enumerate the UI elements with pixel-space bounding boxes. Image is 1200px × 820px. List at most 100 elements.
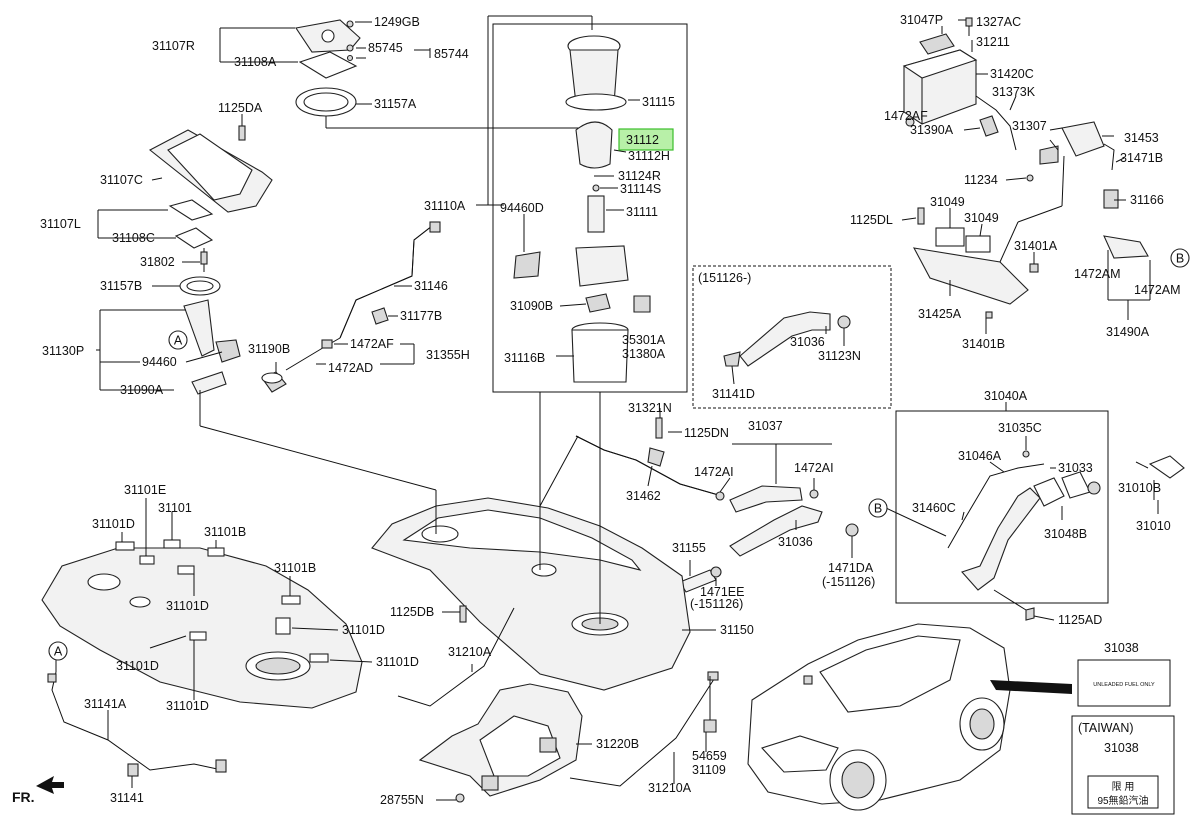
label-31146[interactable]: 31146 — [414, 279, 448, 293]
bolt-1125DA[interactable] — [238, 125, 246, 141]
pad-31101D-b[interactable] — [177, 565, 195, 575]
label-1471EE[interactable]: 1471EE — [700, 585, 744, 599]
label-151126[interactable]: (151126-) — [698, 271, 751, 285]
label-1472AF[interactable]: 1472AF — [350, 337, 394, 351]
pad-31101D-c[interactable] — [275, 617, 291, 635]
label-31046A[interactable]: 31046A — [958, 449, 1002, 463]
bolt-1249GB[interactable] — [346, 20, 354, 28]
bolt-1125DB[interactable] — [459, 605, 467, 623]
label-1472AM-2[interactable]: 1472AM — [1134, 283, 1181, 297]
label-31150[interactable]: 31150 — [720, 623, 754, 637]
label-31355H[interactable]: 31355H — [426, 348, 470, 362]
label-31460C[interactable]: 31460C — [912, 501, 956, 515]
decal-taiwan[interactable] — [1087, 775, 1159, 809]
label-31047P[interactable]: 31047P — [900, 13, 943, 27]
pad-31101[interactable] — [163, 539, 181, 549]
gasket-31033[interactable] — [1033, 477, 1065, 507]
label-1125DL[interactable]: 1125DL — [850, 213, 893, 227]
label-31166[interactable]: 31166 — [1130, 193, 1164, 207]
clamp-1472AI-b[interactable] — [809, 489, 819, 499]
bolt-28755N[interactable] — [455, 793, 465, 803]
label-31107C[interactable]: 31107C — [100, 173, 143, 187]
label-31210A-1[interactable]: 31210A — [448, 645, 492, 659]
label-31040A[interactable]: 31040A — [984, 389, 1028, 403]
callout-a-1[interactable] — [168, 330, 188, 350]
label-31112H[interactable]: 31112H — [628, 149, 670, 163]
clip-1472AF[interactable] — [905, 117, 915, 127]
valve-31166[interactable] — [1103, 189, 1119, 209]
label-31425A[interactable]: 31425A — [918, 307, 962, 321]
label-31101D-4[interactable]: 31101D — [116, 659, 159, 673]
pad-31101E[interactable] — [139, 555, 155, 565]
harness-94460D[interactable] — [513, 251, 541, 279]
clip-31177B[interactable] — [371, 307, 389, 325]
clip-31401B[interactable] — [985, 311, 993, 319]
cap-31010[interactable] — [1148, 455, 1185, 479]
label-1125DB[interactable]: 1125DB — [390, 605, 434, 619]
label-31101D-6[interactable]: 31101D — [166, 699, 209, 713]
pump-motor-31111[interactable] — [587, 195, 605, 233]
filler-pipe[interactable] — [961, 487, 1041, 591]
label-31048B[interactable]: 31048B — [1044, 527, 1087, 541]
label-31037[interactable]: 31037 — [748, 419, 783, 433]
highlight-31112[interactable] — [618, 128, 674, 151]
label-31453[interactable]: 31453 — [1124, 131, 1159, 145]
label-31107R[interactable]: 31107R — [152, 39, 195, 53]
label-31108C[interactable]: 31108C — [112, 231, 155, 245]
bracket-31425A[interactable] — [912, 247, 1029, 305]
label-31490A[interactable]: 31490A — [1106, 325, 1150, 339]
pad-31101B-a[interactable] — [207, 547, 225, 557]
label-1125DA[interactable]: 1125DA — [218, 101, 263, 115]
label-31036-b[interactable]: 31036 — [778, 535, 813, 549]
label-31130P[interactable]: 31130P — [42, 344, 84, 358]
label-31101D-5[interactable]: 31101D — [376, 655, 419, 669]
label-28755N[interactable]: 28755N — [380, 793, 424, 807]
label-31107L[interactable]: 31107L — [40, 217, 81, 231]
label-31210A-2[interactable]: 31210A — [648, 781, 692, 795]
callout-b-1[interactable] — [1170, 248, 1190, 268]
nut-54659[interactable] — [703, 719, 717, 733]
filter-31090B[interactable] — [585, 293, 611, 313]
label-31036-a[interactable]: 31036 — [790, 335, 825, 349]
label-31038[interactable]: 31038 — [1104, 641, 1139, 655]
label-31090B[interactable]: 31090B — [510, 299, 553, 313]
label-1125AD[interactable]: 1125AD — [1058, 613, 1102, 627]
filter-31090A[interactable] — [191, 371, 227, 395]
clamp-1471EE[interactable] — [710, 566, 722, 578]
label-31112[interactable]: 31112 — [626, 133, 659, 147]
pad-31101D-a[interactable] — [115, 541, 135, 551]
label-31124R[interactable]: 31124R — [618, 169, 661, 183]
hose-31037[interactable] — [729, 485, 803, 513]
label-94460D[interactable]: 94460D — [500, 201, 544, 215]
label-31190B[interactable]: 31190B — [248, 342, 290, 356]
label-31462[interactable]: 31462 — [626, 489, 661, 503]
bolt-1327AC[interactable] — [965, 17, 973, 27]
bracket-31047P[interactable] — [919, 33, 955, 55]
label-1472AI-2[interactable]: 1472AI — [794, 461, 834, 475]
clamp-1471DA[interactable] — [845, 523, 859, 537]
label-31157A[interactable]: 31157A — [374, 97, 417, 111]
label-31101[interactable]: 31101 — [158, 501, 192, 515]
gasket-31108C[interactable] — [174, 227, 214, 249]
label-31401A[interactable]: 31401A — [1014, 239, 1058, 253]
label-31380A[interactable]: 31380A — [622, 347, 666, 361]
sensor-35301A[interactable] — [633, 295, 651, 313]
label-31123N[interactable]: 31123N — [818, 349, 861, 363]
gasket-31108A[interactable] — [298, 51, 358, 79]
label-31035C[interactable]: 31035C — [998, 421, 1042, 435]
label-31141[interactable]: 31141 — [110, 791, 144, 805]
bolt-1125DN[interactable] — [655, 417, 663, 439]
label-31101D-1[interactable]: 31101D — [92, 517, 135, 531]
label-1472AD[interactable]: 1472AD — [328, 361, 373, 375]
label-31101B-2[interactable]: 31101B — [274, 561, 316, 575]
label-31101B-1[interactable]: 31101B — [204, 525, 246, 539]
pad-31101D-d[interactable] — [309, 653, 329, 663]
label-94460[interactable]: 94460 — [142, 355, 177, 369]
label-1471DA[interactable]: 1471DA — [828, 561, 874, 575]
label-31211[interactable]: 31211 — [976, 35, 1010, 49]
label-31101E[interactable]: 31101E — [124, 483, 166, 497]
label-31114S[interactable]: 31114S — [620, 182, 661, 196]
label-85745[interactable]: 85745 — [368, 41, 403, 55]
label-31373K[interactable]: 31373K — [992, 85, 1036, 99]
bolt-31802[interactable] — [200, 251, 208, 265]
